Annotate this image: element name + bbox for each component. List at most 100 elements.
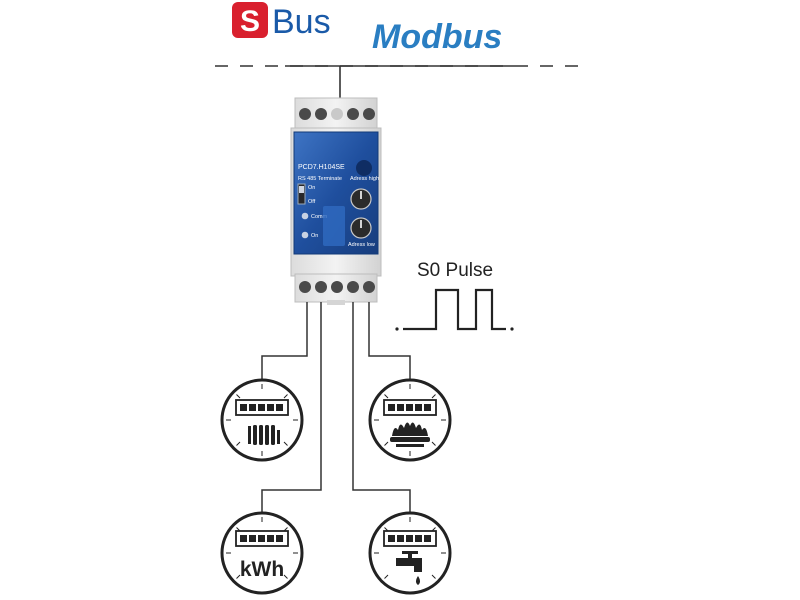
top-terminals <box>299 108 375 120</box>
meter-face <box>368 378 452 462</box>
burner-ring <box>390 437 430 442</box>
counter-digit <box>388 535 395 542</box>
power-led <box>301 231 309 239</box>
rs485-label: RS 485 Terminate <box>298 176 342 182</box>
meter-ticks <box>226 384 298 456</box>
burner-base <box>396 444 424 447</box>
tick <box>283 394 288 399</box>
address-low-dial[interactable] <box>350 217 372 239</box>
counter-digit <box>276 535 283 542</box>
counter-digit <box>249 404 256 411</box>
counter-digit <box>258 535 265 542</box>
tick <box>283 574 288 579</box>
terminal-screw <box>315 108 327 120</box>
terminal-screw <box>363 281 375 293</box>
tick <box>236 394 241 399</box>
gas-meter <box>368 378 452 462</box>
radiator-fin <box>265 425 269 445</box>
counter-digit <box>397 404 404 411</box>
switch-on-label: On <box>308 185 315 191</box>
counter-digit <box>258 404 265 411</box>
tap-handle <box>402 551 418 554</box>
wire-electric-meter <box>261 302 322 516</box>
tap-spout <box>396 558 422 572</box>
radiator-icon <box>248 425 280 445</box>
terminal-screw <box>347 108 359 120</box>
wire-heat-meter <box>261 302 308 380</box>
tap-icon <box>396 551 422 585</box>
counter-digit <box>406 404 413 411</box>
water-meter <box>368 511 452 595</box>
sbus-text: Bus <box>272 3 331 41</box>
meter-counter <box>235 399 289 416</box>
tick <box>431 574 436 579</box>
comm-led <box>301 212 309 220</box>
pcd7-module: PCD7.H104SE RS 485 Terminate On Off Comm… <box>290 97 382 305</box>
address-high-label: Adress high <box>350 176 379 182</box>
sbus-badge <box>232 2 268 38</box>
terminate-switch[interactable] <box>297 183 306 205</box>
s0-pulse-label: S0 Pulse <box>417 260 493 281</box>
meter-face <box>220 511 304 595</box>
s0-pulse-waveform <box>403 288 506 331</box>
power-led-label: On <box>311 233 318 239</box>
counter-digit <box>424 535 431 542</box>
din-rail-clip <box>327 300 345 305</box>
meter-counter <box>383 399 437 416</box>
radiator-fin <box>271 425 275 445</box>
wire-gas-meter <box>368 302 411 380</box>
counter-digit <box>388 404 395 411</box>
counter-digit <box>249 535 256 542</box>
module-model: PCD7.H104SE <box>298 164 345 171</box>
radiator-pipe <box>277 430 280 444</box>
radiator-fin <box>253 425 257 445</box>
tick <box>283 441 288 446</box>
counter-digit <box>240 404 247 411</box>
counter-digit <box>267 404 274 411</box>
panel-dark-spot <box>356 160 372 176</box>
bottom-terminals <box>299 281 375 293</box>
meter-face <box>220 378 304 462</box>
tap-stem <box>408 553 412 559</box>
tick <box>384 441 389 446</box>
tick <box>384 574 389 579</box>
electric-meter: kWh <box>220 511 304 595</box>
counter-digit <box>406 535 413 542</box>
terminal-screw <box>331 281 343 293</box>
wire-water-meter <box>352 302 411 516</box>
counter-digit <box>276 404 283 411</box>
counter-digit <box>397 535 404 542</box>
terminal-screw <box>363 108 375 120</box>
tick <box>236 574 241 579</box>
radiator-fin <box>259 425 263 445</box>
counter-digit <box>240 535 247 542</box>
address-high-dial[interactable] <box>350 188 372 210</box>
switch-off-label: Off <box>308 199 316 205</box>
address-low-label: Adress low <box>348 242 375 248</box>
terminal-screw <box>299 108 311 120</box>
terminal-screw <box>331 108 343 120</box>
tick <box>431 394 436 399</box>
kwh-icon: kWh <box>240 558 284 581</box>
counter-digit <box>267 535 274 542</box>
counter-digit <box>415 404 422 411</box>
tick <box>236 441 241 446</box>
radiator-pipe <box>248 426 251 444</box>
comm-led-label: Comm <box>311 214 328 220</box>
heat-meter <box>220 378 304 462</box>
tick <box>384 394 389 399</box>
terminate-switch-knob <box>299 186 304 193</box>
terminal-screw <box>315 281 327 293</box>
terminal-screw <box>347 281 359 293</box>
sbus-badge-letter: S <box>240 5 260 38</box>
water-drop <box>416 576 420 585</box>
terminal-screw <box>299 281 311 293</box>
sbus-logo: S Bus <box>232 2 331 41</box>
counter-digit <box>415 535 422 542</box>
tick <box>431 441 436 446</box>
flame-icon <box>390 422 430 447</box>
label-sticker <box>323 206 345 246</box>
meter-ticks <box>374 384 446 456</box>
flame-shape <box>392 422 428 436</box>
